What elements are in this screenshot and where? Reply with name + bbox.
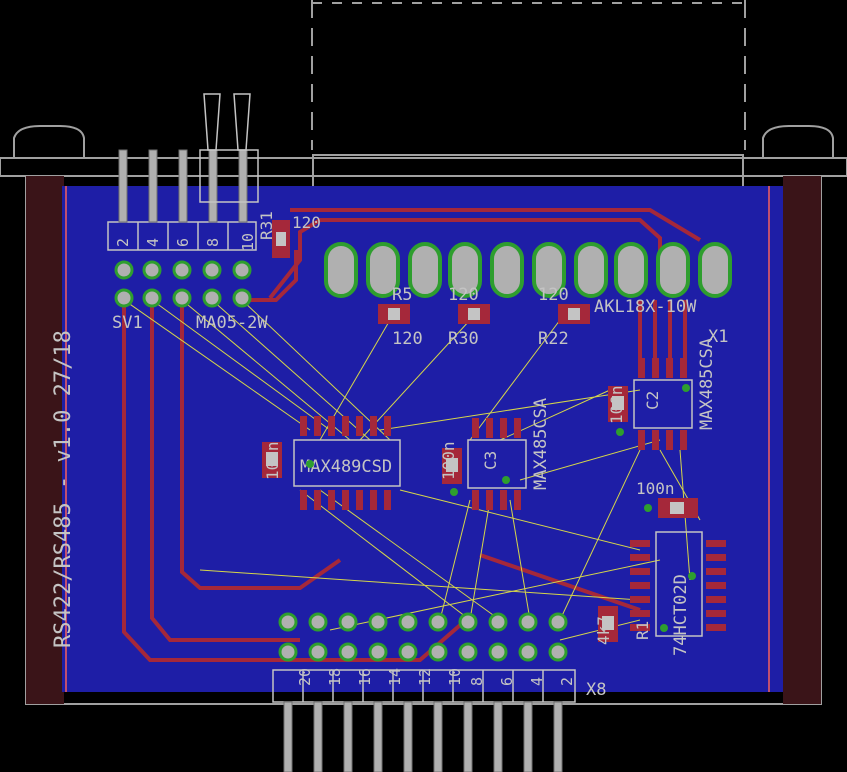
max485-a-value: MAX485CSA xyxy=(531,398,551,490)
r31-resistor: R31 120 xyxy=(257,211,321,258)
sv1-pin-4: 4 xyxy=(144,238,162,247)
sv1-pin-10: 10 xyxy=(239,233,257,251)
side-keepout xyxy=(26,176,821,704)
r1-resistor: 4k7 R1 xyxy=(594,606,652,645)
x1-value: AKL18X-10W xyxy=(594,297,697,317)
board-title: RS422/RS485 - v1.0 27/18 xyxy=(51,330,76,648)
r1-value: 4k7 xyxy=(594,616,613,645)
sv1-header: 2 4 6 8 10 SV1 MA05-2W xyxy=(107,93,268,333)
cap-left: 100n xyxy=(262,441,282,480)
x1-name: X1 xyxy=(708,327,728,347)
r5-value: 120 xyxy=(392,329,423,349)
cap-mid-value: 100n xyxy=(439,441,458,480)
r22-name: R22 xyxy=(538,329,569,349)
x8-pin-8: 8 xyxy=(468,677,486,686)
x8-name: X8 xyxy=(586,680,606,700)
cap-left-value: 100n xyxy=(263,441,282,480)
airwires xyxy=(123,299,701,641)
r5-name: R5 xyxy=(392,285,412,305)
74hct-ic: 74HCT02D 100n xyxy=(630,479,726,656)
r31-name: R31 xyxy=(257,211,276,240)
x8-pin-18: 18 xyxy=(326,668,344,686)
x1-terminal: AKL18X-10W X1 xyxy=(324,242,732,347)
ma05-name: MA05-2W xyxy=(196,313,268,333)
r31-value: 120 xyxy=(292,213,321,232)
x8-pin-20: 20 xyxy=(296,668,314,686)
sv1-pin-8: 8 xyxy=(204,238,222,247)
r22-value-top: 120 xyxy=(538,285,569,305)
max485-b-value: MAX485CSA xyxy=(697,338,717,430)
x8-pin-16: 16 xyxy=(356,668,374,686)
max489-ic: MAX489CSD xyxy=(293,416,401,510)
termination-resistors: R5 120 120 120 R30 R22 xyxy=(378,285,590,349)
x8-pin-2: 2 xyxy=(558,677,576,686)
max485-a-ic: MAX485CSA 100n C3 xyxy=(439,398,551,510)
x8-pin-6: 6 xyxy=(498,677,516,686)
max489-value: MAX489CSD xyxy=(300,457,392,477)
sv1-name: SV1 xyxy=(112,313,143,333)
vias xyxy=(306,384,696,632)
r1-name: R1 xyxy=(633,621,652,640)
x8-header: 20 18 16 14 12 10 8 6 4 2 X8 xyxy=(272,612,606,772)
max485-b-ic: MAX485CSA 100n C2 xyxy=(607,338,717,450)
sv1-pin-2: 2 xyxy=(114,238,132,247)
x8-pin-12: 12 xyxy=(416,668,434,686)
x8-pin-14: 14 xyxy=(386,668,404,686)
cap-right-value: 100n xyxy=(607,385,626,424)
sv1-pin-6: 6 xyxy=(174,238,192,247)
c2-label: C2 xyxy=(643,391,662,410)
cap-74-value: 100n xyxy=(636,479,675,498)
74hct-value: 74HCT02D xyxy=(671,574,691,656)
x8-pin-10: 10 xyxy=(446,668,464,686)
mid-value-top: 120 xyxy=(448,285,479,305)
x8-pin-4: 4 xyxy=(528,677,546,686)
r30-name: R30 xyxy=(448,329,479,349)
c3-label: C3 xyxy=(481,451,500,470)
